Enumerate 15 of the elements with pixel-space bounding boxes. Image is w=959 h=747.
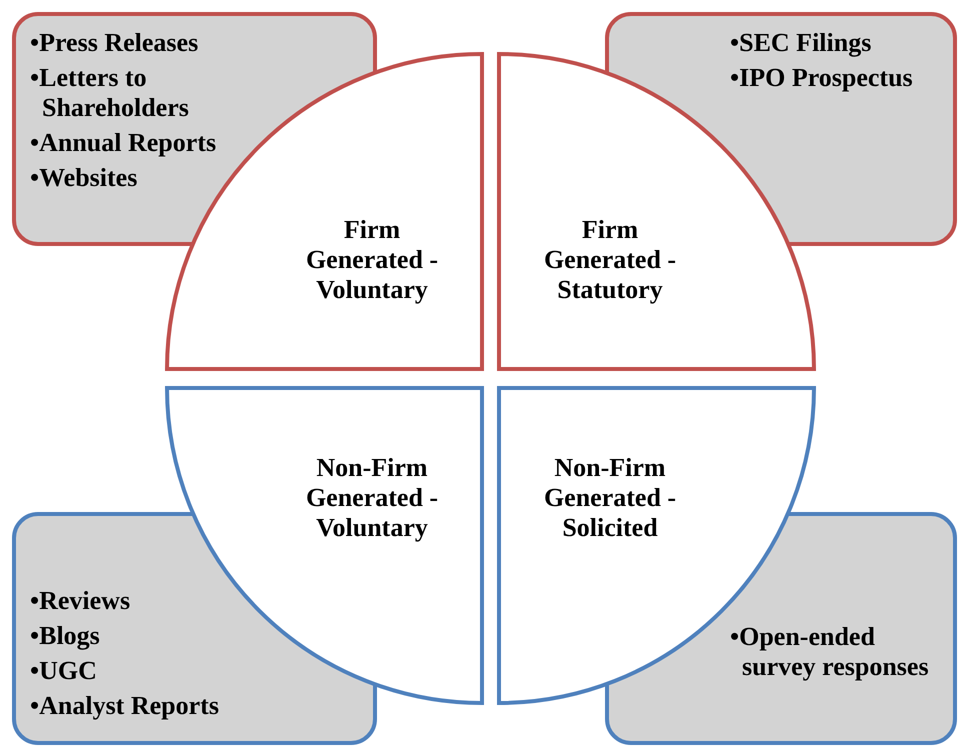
bullet-item: •Reviews: [30, 586, 132, 616]
quadrant-label: Firm Generated - Voluntary: [304, 215, 440, 305]
bullet-item: •Open-ended survey responses: [730, 622, 930, 682]
bullet-item: •UGC: [30, 656, 98, 686]
bullet-item: •Letters to Shareholders: [30, 63, 190, 123]
bullet-item: •SEC Filings: [730, 28, 872, 58]
bullet-item: •Websites: [30, 163, 138, 193]
quadrant-label: Non-Firm Generated - Voluntary: [304, 453, 440, 543]
bullet-item: •Blogs: [30, 621, 101, 651]
quadrant-label: Firm Generated - Statutory: [542, 215, 678, 305]
bullet-item: •Press Releases: [30, 28, 200, 58]
bullet-item: •Annual Reports: [30, 128, 218, 158]
bullet-item: •Analyst Reports: [30, 691, 220, 721]
quadrant-label: Non-Firm Generated - Solicited: [542, 453, 678, 543]
bullet-item: •IPO Prospectus: [730, 63, 914, 93]
